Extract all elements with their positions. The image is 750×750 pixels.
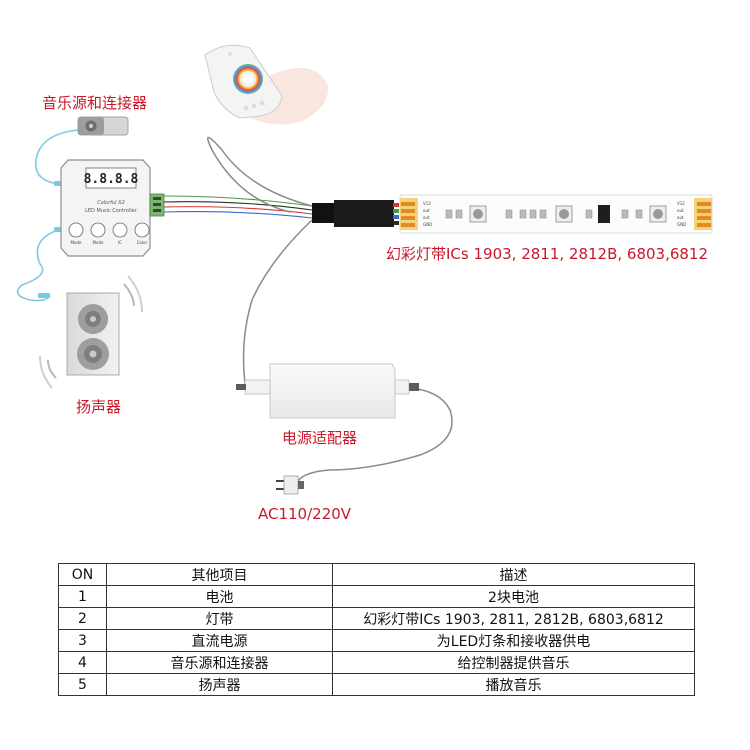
speaker-label: 扬声器 xyxy=(76,398,121,416)
ac-plug-icon xyxy=(276,475,304,495)
led-chip-icon xyxy=(649,205,667,223)
strip-pin-label-end-1: V12 xyxy=(677,201,685,206)
strip-pin-label-end-3: out xyxy=(677,215,684,220)
table-header-desc: 描述 xyxy=(332,563,695,586)
table-cell-item: 灯带 xyxy=(106,607,333,630)
controller-model: LED Music Controller xyxy=(85,208,138,214)
table-cell-no: 2 xyxy=(58,607,107,630)
table-row: 3 直流电源 为LED灯条和接收器供电 xyxy=(58,629,695,652)
ac-input-label: AC110/220V xyxy=(258,505,352,523)
table-cell-no: 5 xyxy=(58,673,107,696)
power-cable xyxy=(207,136,453,486)
power-adapter-icon xyxy=(236,363,419,419)
controller-button-label-1: Mode xyxy=(71,240,82,245)
table-row: 5 扬声器 播放音乐 xyxy=(58,673,695,696)
strip-pin-label-2: out xyxy=(423,208,430,213)
table-header-no: ON xyxy=(58,563,107,586)
table-row: 1 电池 2块电池 xyxy=(58,585,695,608)
strip-pin-label-4: GND xyxy=(423,222,432,227)
spec-table: ON 其他项目 描述 1 电池 2块电池 2 灯带 幻彩灯带ICs 1903, … xyxy=(58,563,695,696)
speaker-icon xyxy=(39,275,143,389)
table-cell-desc: 幻彩灯带ICs 1903, 2811, 2812B, 6803,6812 xyxy=(332,607,695,630)
connection-diagram: 音乐源和连接器 8.8.8.8 Colorful X2 LED Music Co… xyxy=(16,44,713,523)
strip-pin-label-end-2: out xyxy=(677,208,684,213)
controller-button-4 xyxy=(134,222,150,238)
audio-cable xyxy=(16,129,79,302)
controller-button-label-4: Color xyxy=(137,240,148,245)
table-cell-no: 3 xyxy=(58,629,107,652)
strip-ics-label: 幻彩灯带ICs 1903, 2811, 2812B, 6803,6812 xyxy=(386,245,708,263)
table-cell-no: 1 xyxy=(58,585,107,608)
table-cell-item: 电池 xyxy=(106,585,333,608)
table-header-row: ON 其他项目 描述 xyxy=(58,563,695,586)
controller-button-3 xyxy=(112,222,128,238)
table-cell-desc: 播放音乐 xyxy=(332,673,695,696)
table-cell-desc: 2块电池 xyxy=(332,585,695,608)
table-cell-item: 音乐源和连接器 xyxy=(106,651,333,674)
power-adapter-label: 电源适配器 xyxy=(282,429,357,447)
led-chip-icon xyxy=(469,205,487,223)
controller-button-2 xyxy=(90,222,106,238)
music-player-icon xyxy=(77,116,129,136)
led-strip: V12 out out GND V12 out out GND xyxy=(399,194,713,234)
strip-pin-label-3: out xyxy=(423,215,430,220)
table-row: 2 灯带 幻彩灯带ICs 1903, 2811, 2812B, 6803,681… xyxy=(58,607,695,630)
music-controller: 8.8.8.8 Colorful X2 LED Music Controller… xyxy=(60,159,165,257)
ic-chip-icon xyxy=(598,205,610,223)
table-header-item: 其他项目 xyxy=(106,563,333,586)
table-cell-no: 4 xyxy=(58,651,107,674)
signal-wires xyxy=(163,195,313,219)
strip-pin-label-end-4: GND xyxy=(677,222,686,227)
led-chip-icon xyxy=(555,205,573,223)
controller-button-label-2: Mode xyxy=(93,240,104,245)
table-row: 4 音乐源和连接器 给控制器提供音乐 xyxy=(58,651,695,674)
music-source-label: 音乐源和连接器 xyxy=(42,94,147,112)
strip-connector xyxy=(312,200,399,227)
table-cell-desc: 为LED灯条和接收器供电 xyxy=(332,629,695,652)
controller-button-label-3: IC xyxy=(118,240,122,245)
controller-brand: Colorful X2 xyxy=(97,200,125,206)
table-cell-item: 扬声器 xyxy=(106,673,333,696)
table-cell-item: 直流电源 xyxy=(106,629,333,652)
strip-pin-label-1: V12 xyxy=(423,201,431,206)
table-cell-desc: 给控制器提供音乐 xyxy=(332,651,695,674)
controller-button-1 xyxy=(68,222,84,238)
remote-control-icon xyxy=(204,44,329,125)
segment-display-text: 8.8.8.8 xyxy=(84,172,139,187)
segment-display xyxy=(85,167,137,189)
